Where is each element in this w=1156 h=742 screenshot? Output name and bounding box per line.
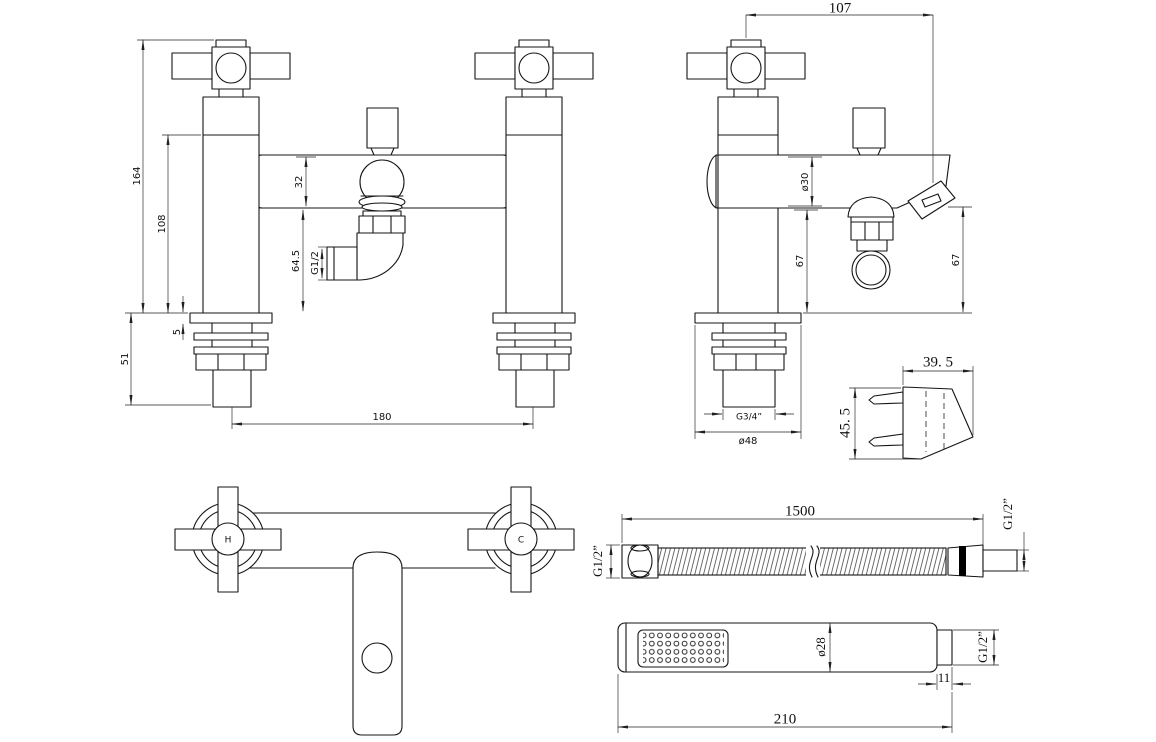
side-deck-shank: [694, 312, 802, 408]
front-view-dimensions: 164 108 51 5 32 64.5 G1/2 180: [120, 39, 534, 429]
front-left-pillar: [171, 39, 291, 408]
top-spout: [352, 551, 403, 736]
dim-hose-length: 1500: [785, 503, 815, 519]
bracket-pin-top: [868, 391, 904, 405]
hose-nut: [621, 544, 659, 579]
dim-outlet-height-left: 67: [795, 255, 806, 268]
label-cold: C: [518, 536, 524, 546]
top-cold-handle: C: [467, 486, 575, 593]
dim-outlet-drop: 64.5: [291, 250, 302, 272]
dim-connector-width: 11: [938, 670, 951, 685]
handset-dimensions: ø28 G1/2” 11 210: [617, 622, 999, 733]
front-view: 164 108 51 5 32 64.5 G1/2 180: [120, 39, 594, 429]
bracket-body: [902, 386, 974, 460]
hose-end-band: [959, 546, 966, 576]
side-view: 107 ø30 67 67 G3/4” ø48: [686, 0, 972, 447]
hose-break-mark: [808, 545, 814, 578]
hose-flex-tube: [657, 547, 947, 576]
top-view: H C: [174, 486, 575, 736]
side-shower-outlet: [847, 196, 895, 290]
dim-shank-length: 51: [120, 353, 131, 366]
label-hose-thread-left: G1/2”: [590, 545, 605, 577]
handset-spray-holes: [643, 632, 724, 665]
hose-dimensions: 1500 G1/2” G1/2”: [590, 498, 1029, 579]
front-diverter-assembly: [326, 107, 406, 281]
dim-body-diameter: 32: [294, 176, 305, 189]
label-hose-thread-right: G1/2”: [1000, 498, 1015, 530]
dim-handset-diameter: ø28: [813, 637, 828, 657]
dim-bracket-height: 45. 5: [837, 408, 853, 438]
side-spout: [907, 180, 956, 220]
hose-view: 1500 G1/2” G1/2”: [590, 498, 1029, 579]
handset-connector: [936, 629, 953, 666]
dim-total-height: 164: [132, 166, 143, 185]
bracket-dimensions: 39. 5 45. 5: [837, 354, 974, 460]
bracket-pin-bottom: [868, 433, 904, 447]
dim-body-height: 108: [157, 214, 168, 233]
dim-tap-centres: 180: [372, 412, 391, 423]
hose-end-tube: [982, 549, 1018, 572]
top-hot-handle: H: [174, 486, 282, 593]
wall-bracket-view: 39. 5 45. 5: [837, 354, 974, 460]
side-diverter-knob: [852, 107, 886, 149]
dim-outlet-height-right: 67: [951, 254, 962, 267]
dim-deck-thickness: 5: [172, 329, 183, 335]
side-view-dimensions: 107 ø30 67 67 G3/4” ø48: [694, 0, 972, 447]
side-pillar: [686, 39, 806, 314]
dim-spout-diameter: ø30: [800, 173, 811, 192]
label-hot: H: [225, 536, 232, 546]
label-handset-thread: G1/2”: [975, 631, 990, 663]
dim-spout-reach: 107: [829, 0, 852, 16]
front-right-pillar: [474, 39, 594, 408]
handset-view: ø28 G1/2” 11 210: [617, 622, 999, 733]
dim-base-diameter: ø48: [739, 436, 758, 447]
dim-handset-length: 210: [774, 711, 797, 727]
dim-bracket-width: 39. 5: [923, 354, 953, 370]
label-outlet-thread: G1/2: [310, 251, 321, 275]
label-shank-thread: G3/4”: [736, 413, 762, 423]
